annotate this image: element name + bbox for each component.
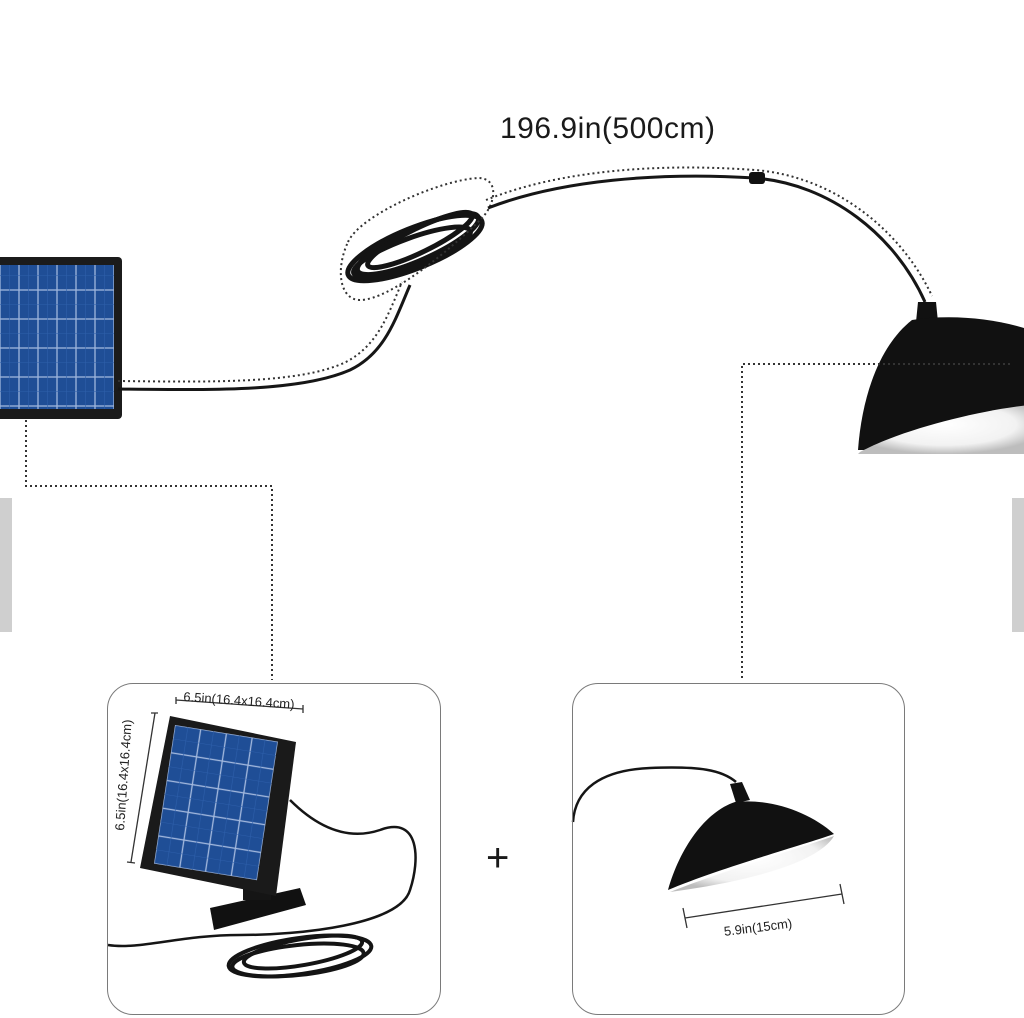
solar-panel-card xyxy=(107,683,441,1015)
cable-connector xyxy=(749,172,765,184)
panel-cable xyxy=(117,284,412,392)
lamp-cable-dotted xyxy=(485,166,933,297)
solar-panel-main xyxy=(0,257,122,419)
cable-length-label: 196.9in(500cm) xyxy=(500,112,716,145)
lamp-card-illustration xyxy=(571,766,845,929)
cable-coil xyxy=(345,209,485,284)
panel-cable-dotted xyxy=(117,281,403,383)
coil-outline-dotted xyxy=(339,176,495,302)
panel-card-illustration xyxy=(107,697,417,979)
panel-callout-line xyxy=(25,420,273,680)
lamp-main xyxy=(858,302,1024,454)
plus-sign: + xyxy=(486,836,510,880)
lamp-card xyxy=(572,683,905,1015)
left-edge-tab xyxy=(0,498,12,632)
lamp-cable xyxy=(487,174,927,303)
right-edge-tab xyxy=(1012,498,1024,632)
